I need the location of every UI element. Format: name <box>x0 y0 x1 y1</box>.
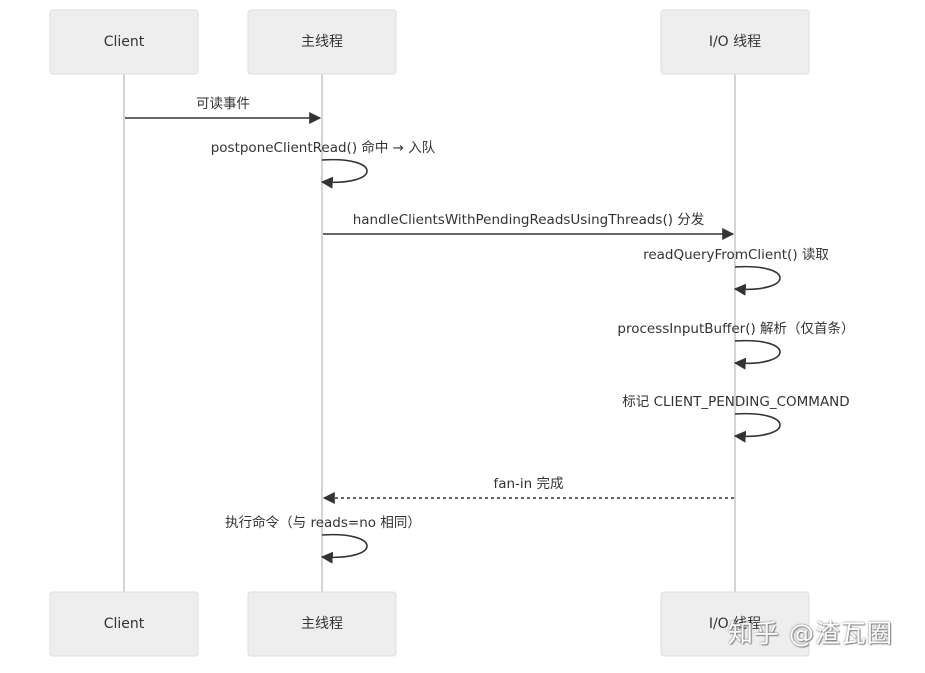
message-label: handleClientsWithPendingReadsUsingThread… <box>353 212 705 228</box>
message-0: 可读事件 <box>125 96 322 124</box>
actor-io-thread-bottom: I/O 线程 <box>660 591 810 657</box>
self-loop-arrow <box>733 265 781 296</box>
actor-main-thread-bottom: 主线程 <box>247 591 397 657</box>
message-1: postponeClientRead() 命中 → 入队 <box>211 139 436 189</box>
message-label: postponeClientRead() 命中 → 入队 <box>211 139 436 156</box>
message-6: fan-in 完成 <box>322 476 734 504</box>
actor-client-top: Client <box>49 9 199 75</box>
actor-label: 主线程 <box>301 616 343 632</box>
message-5: 标记 CLIENT_PENDING_COMMAND <box>622 394 850 443</box>
actor-label: I/O 线程 <box>709 34 761 50</box>
message-label: 可读事件 <box>196 96 250 112</box>
message-label: 执行命令（与 reads=no 相同） <box>225 514 421 531</box>
message-label: 标记 CLIENT_PENDING_COMMAND <box>622 394 849 410</box>
actor-io-thread-top: I/O 线程 <box>660 9 810 75</box>
watermark: 知乎 @渣瓦圈 <box>728 619 893 648</box>
self-loop-arrow <box>733 339 781 370</box>
self-loop-arrow <box>320 158 368 189</box>
message-label: fan-in 完成 <box>493 476 563 492</box>
message-4: processInputBuffer() 解析（仅首条） <box>617 320 855 370</box>
self-loop-arrow <box>733 412 781 443</box>
actor-main-thread-top: 主线程 <box>247 9 397 75</box>
message-2: handleClientsWithPendingReadsUsingThread… <box>323 212 735 240</box>
message-label: readQueryFromClient() 读取 <box>643 247 829 263</box>
actor-label: 主线程 <box>301 34 343 50</box>
actor-label: Client <box>104 616 145 632</box>
self-loop-arrow <box>320 533 368 564</box>
actor-label: Client <box>104 34 145 50</box>
message-3: readQueryFromClient() 读取 <box>643 247 829 296</box>
message-7: 执行命令（与 reads=no 相同） <box>225 514 421 564</box>
message-label: processInputBuffer() 解析（仅首条） <box>617 320 854 337</box>
actor-label: I/O 线程 <box>709 616 761 632</box>
actor-client-bottom: Client <box>49 591 199 657</box>
